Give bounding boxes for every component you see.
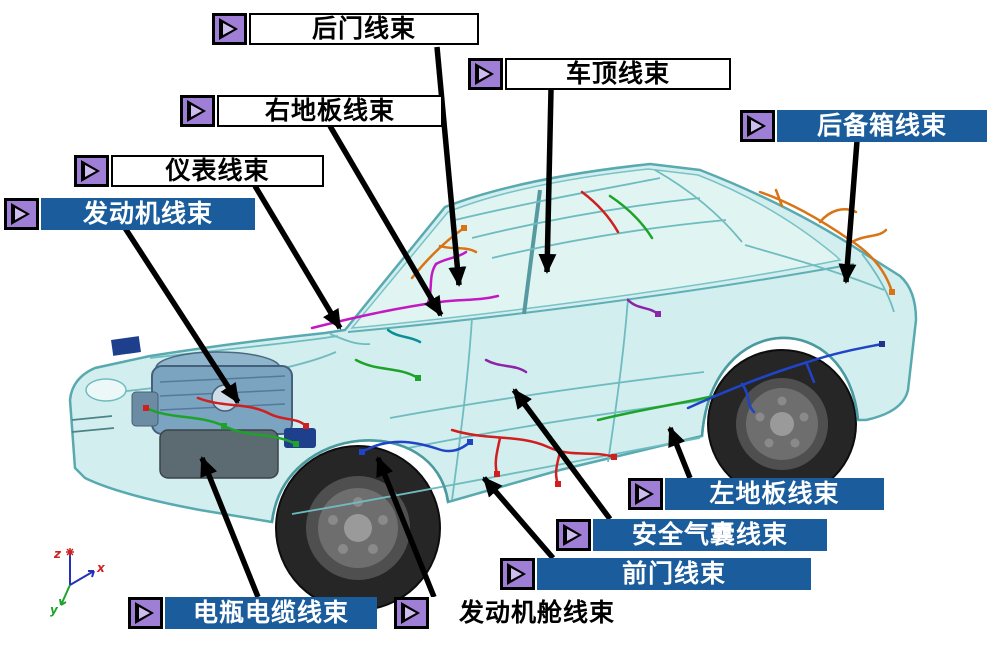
label-left-floor-harness: 左地板线束 [628,478,884,510]
triangle-icon [212,13,247,45]
label-right-floor-harness: 右地板线束 [180,95,443,127]
label-text: 电瓶电缆线束 [165,597,377,629]
front-wheel [275,445,441,611]
label-text: 发动机舱线束 [431,597,643,629]
label-text: 前门线束 [537,558,811,590]
harness-blue [360,342,884,454]
label-text: 后门线束 [249,13,479,45]
label-text: 仪表线束 [111,155,324,187]
label-trunk-harness: 后备箱线束 [740,110,987,142]
triangle-icon [180,95,215,127]
label-text: 车顶线束 [505,58,731,90]
triangle-icon [556,519,591,551]
triangle-icon [4,198,39,230]
label-airbag-harness: 安全气囊线束 [556,519,827,551]
headlight [85,378,127,402]
label-text: 后备箱线束 [777,110,987,142]
harness-teal [386,328,422,344]
label-engine-harness: 发动机线束 [4,198,255,230]
label-front-door-harness: 前门线束 [500,558,811,590]
label-instrument-harness: 仪表线束 [74,155,324,187]
axis-x-label: x [96,561,106,575]
triangle-icon [628,478,663,510]
axis-y-label: y [50,603,59,617]
triangle-icon [74,155,109,187]
triangle-icon [468,58,503,90]
rear-wheel [707,349,857,499]
label-roof-harness: 车顶线束 [468,58,731,90]
label-text: 安全气囊线束 [593,519,827,551]
car-greenhouse [350,168,842,329]
label-text: 左地板线束 [665,478,884,510]
triangle-icon [394,597,429,629]
label-text: 发动机线束 [41,198,255,230]
label-text: 右地板线束 [217,95,443,127]
coordinate-axis-icon: z x y [50,547,106,617]
label-battery-cable-harness: 电瓶电缆线束 [128,597,377,629]
triangle-icon [128,597,163,629]
triangle-icon [740,110,775,142]
label-rear-door-harness: 后门线束 [212,13,479,45]
triangle-icon [500,558,535,590]
label-engine-bay-harness: 发动机舱线束 [394,597,643,629]
axis-z-label: z [53,547,62,561]
